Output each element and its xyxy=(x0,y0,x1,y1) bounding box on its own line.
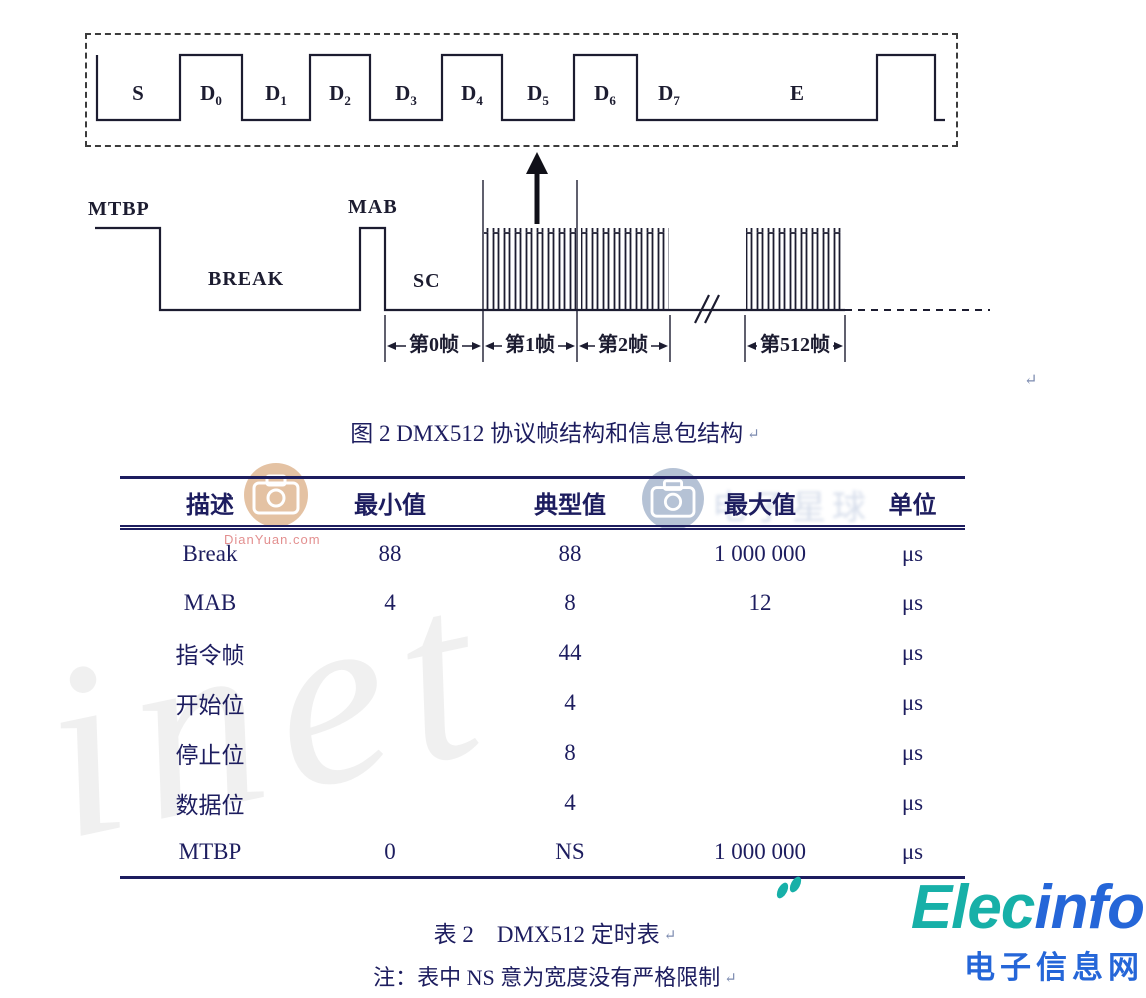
cell: 88 xyxy=(378,540,402,566)
col-header-max: 最大值 xyxy=(660,477,860,530)
elecinfo-logo: Elecinfo 电子信息网 xyxy=(774,873,1145,987)
table-row: Break 88 88 1 000 000 μs xyxy=(120,528,965,578)
table-row: MTBP 0 NS 1 000 000 μs xyxy=(120,828,965,878)
cell: μs xyxy=(901,589,924,615)
cell: 指令帧 xyxy=(175,642,245,668)
cell: μs xyxy=(901,789,924,815)
cell: μs xyxy=(901,689,924,715)
cell: 8 xyxy=(564,589,576,615)
paragraph-mark: ↵ xyxy=(663,928,677,944)
cell: NS xyxy=(555,838,585,864)
cell xyxy=(660,728,860,778)
up-arrow-icon xyxy=(534,170,540,224)
cell xyxy=(660,628,860,678)
watermark-site-text: DianYuan.com xyxy=(224,532,321,547)
logo-subtitle: 电子信息网 xyxy=(964,950,1144,985)
cell: 44 xyxy=(558,639,582,665)
cell: 4 xyxy=(384,589,396,615)
cell: 8 xyxy=(564,739,576,765)
table-caption: 表 2 DMX512 定时表↵ xyxy=(433,922,677,947)
cell xyxy=(300,628,480,678)
paragraph-mark: ↵ xyxy=(1024,372,1038,389)
cell: μs xyxy=(901,838,924,864)
cell: 停止位 xyxy=(175,742,245,768)
cell: 88 xyxy=(558,540,582,566)
cell: 1 000 000 xyxy=(714,838,806,864)
table-row: 数据位 4 μs xyxy=(120,778,965,828)
cell xyxy=(300,678,480,728)
packet-structure-box: S D0 D1 D2 D3 D4 D5 D6 D7 E xyxy=(85,33,958,147)
cell: Break xyxy=(182,540,238,566)
cell: 开始位 xyxy=(175,692,245,718)
table-note: 注：表中 NS 意为宽度没有严格限制↵ xyxy=(373,965,737,990)
frame-label-512: 第512帧 xyxy=(757,334,833,357)
bit-label-end: E xyxy=(789,81,805,105)
signal-label-mab: MAB xyxy=(348,196,398,218)
dmx512-timing-table: 描述 最小值 典型值 最大值 单位 Break 88 88 1 000 000 … xyxy=(120,476,965,879)
frame-label-2: 第2帧 xyxy=(595,334,651,357)
cell xyxy=(300,728,480,778)
paragraph-mark: ↵ xyxy=(747,427,760,443)
table-row: 停止位 8 μs xyxy=(120,728,965,778)
cell: 0 xyxy=(384,838,396,864)
bit-label-d7: D7 xyxy=(658,81,680,109)
cell xyxy=(300,778,480,828)
paragraph-mark: ↵ xyxy=(724,971,737,987)
cell: 1 000 000 xyxy=(714,540,806,566)
up-arrow-icon xyxy=(526,152,548,174)
cell: μs xyxy=(901,540,924,566)
table-row: 开始位 4 μs xyxy=(120,678,965,728)
cell: MAB xyxy=(183,589,237,615)
cell: MTBP xyxy=(178,838,242,864)
cell: 4 xyxy=(564,689,576,715)
cell: 4 xyxy=(564,789,576,815)
signal-label-break: BREAK xyxy=(208,268,285,290)
bit-label-d4: D4 xyxy=(461,81,483,109)
packet-waveform xyxy=(95,53,945,122)
cell xyxy=(660,778,860,828)
bit-label-d0: D0 xyxy=(200,81,222,109)
bit-label-d1: D1 xyxy=(265,81,287,109)
table-row: 指令帧 44 μs xyxy=(120,628,965,678)
figure-caption: 图 2 DMX512 协议帧结构和信息包结构↵ xyxy=(350,421,760,446)
col-header-unit: 单位 xyxy=(860,477,965,530)
col-header-min: 最小值 xyxy=(300,477,480,530)
table-header-row: 描述 最小值 典型值 最大值 单位 xyxy=(120,477,965,530)
col-header-typical: 典型值 xyxy=(480,477,660,530)
frame-label-0: 第0帧 xyxy=(406,334,462,357)
table-row: MAB 4 8 12 μs xyxy=(120,578,965,628)
cell: μs xyxy=(901,639,924,665)
cell xyxy=(660,678,860,728)
cell: 12 xyxy=(748,589,772,615)
signal-label-sc: SC xyxy=(413,270,441,292)
logo-wordmark: Elecinfo xyxy=(910,873,1145,942)
bit-label-d5: D5 xyxy=(527,81,549,109)
cell: 数据位 xyxy=(175,792,245,818)
frame-label-1: 第1帧 xyxy=(502,334,558,357)
bit-label-start: S xyxy=(132,81,144,105)
bit-label-d3: D3 xyxy=(395,81,417,109)
bit-label-d2: D2 xyxy=(329,81,351,109)
bit-label-d6: D6 xyxy=(594,81,616,109)
signal-label-mtbp: MTBP xyxy=(88,198,150,220)
cell: μs xyxy=(901,739,924,765)
col-header-description: 描述 xyxy=(120,477,300,530)
